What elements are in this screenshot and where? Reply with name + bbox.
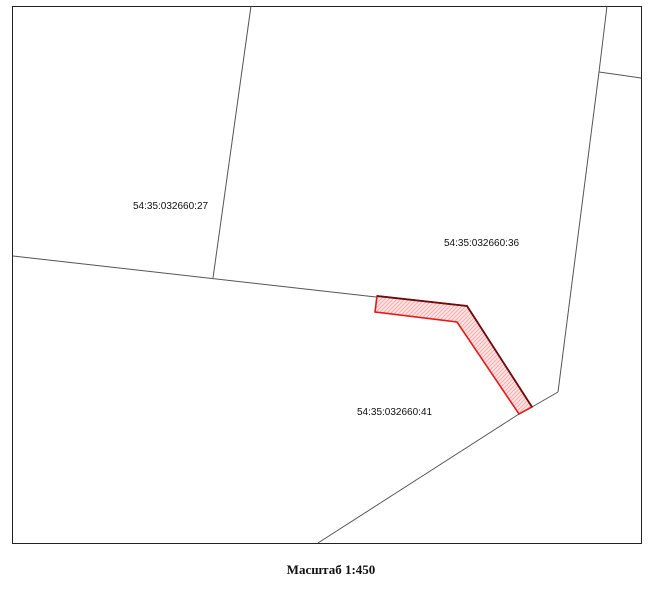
boundary-line bbox=[212, 5, 252, 279]
scale-caption: Масштаб 1:450 bbox=[286, 562, 376, 577]
boundary-line bbox=[598, 71, 642, 79]
parcel-label-27: 54:35:032660:27 bbox=[133, 201, 209, 212]
parcel-label-41: 54:35:032660:41 bbox=[357, 407, 433, 418]
boundary-line bbox=[317, 413, 520, 544]
boundary-line bbox=[557, 71, 600, 393]
boundary-line bbox=[12, 255, 377, 298]
boundary-line bbox=[531, 391, 559, 408]
highlighted-strip-shared-edge bbox=[376, 295, 533, 408]
cadastral-map: 54:35:032660:27 54:35:032660:36 54:35:03… bbox=[12, 5, 642, 544]
highlighted-strip bbox=[374, 295, 534, 416]
parcel-label-36: 54:35:032660:36 bbox=[444, 238, 520, 249]
parcel-boundaries bbox=[12, 5, 642, 544]
highlighted-area bbox=[374, 295, 534, 416]
map-border bbox=[12, 6, 642, 544]
boundary-line bbox=[598, 5, 608, 73]
